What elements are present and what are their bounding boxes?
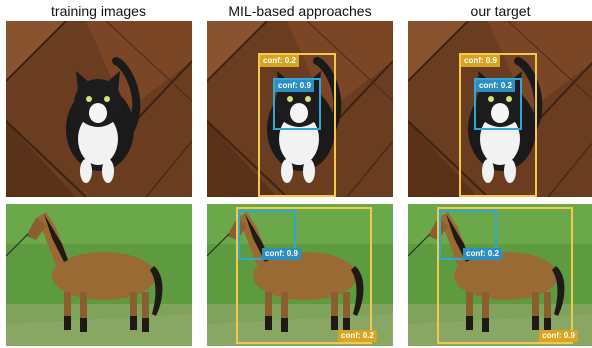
outer-confidence-label: conf: 0.9 — [539, 330, 578, 342]
panel-target-horse: conf: 0.9 conf: 0.2 — [408, 204, 592, 346]
panel-mil-horse: conf: 0.2 conf: 0.9 — [207, 204, 393, 346]
inner-confidence-label: conf: 0.9 — [262, 248, 301, 260]
inner-box — [273, 78, 321, 130]
column-title-mil: MIL-based approaches — [228, 3, 372, 19]
panel-target-cat: conf: 0.9 conf: 0.2 — [408, 21, 592, 197]
outer-box — [437, 207, 573, 344]
outer-box — [258, 53, 336, 197]
column-title-training: training images — [51, 3, 146, 19]
panel-training-cat — [6, 21, 192, 197]
cat-photo — [6, 21, 192, 197]
outer-confidence-label: conf: 0.2 — [338, 330, 377, 342]
outer-confidence-label: conf: 0.9 — [461, 55, 500, 67]
inner-box — [474, 78, 522, 130]
panel-mil-cat: conf: 0.2 conf: 0.9 — [207, 21, 393, 197]
inner-confidence-label: conf: 0.9 — [275, 80, 314, 92]
column-title-target: our target — [470, 3, 531, 19]
inner-confidence-label: conf: 0.2 — [463, 248, 502, 260]
outer-box — [236, 207, 372, 344]
inner-confidence-label: conf: 0.2 — [476, 80, 515, 92]
horse-photo — [6, 204, 192, 346]
outer-confidence-label: conf: 0.2 — [260, 55, 299, 67]
panel-training-horse — [6, 204, 192, 346]
outer-box — [459, 53, 537, 197]
